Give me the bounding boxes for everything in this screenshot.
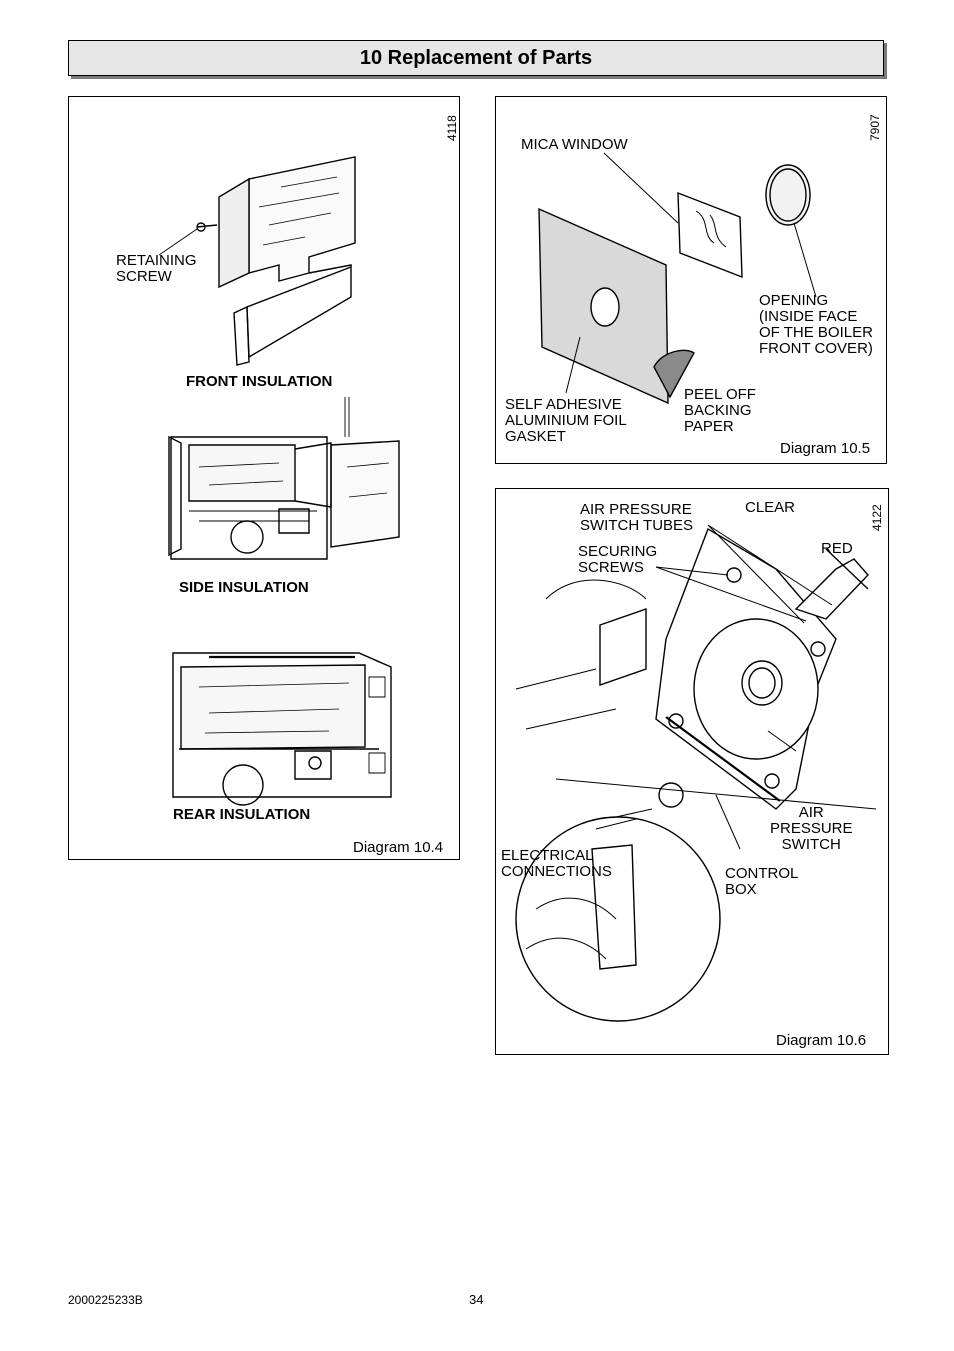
securing-screws-label: SECURING SCREWS bbox=[578, 543, 658, 576]
section-header: 10 Replacement of Parts bbox=[68, 40, 884, 76]
diagram-caption: Diagram 10.6 bbox=[776, 1032, 867, 1049]
retaining-screw-label: RETAINING SCREW bbox=[116, 252, 197, 285]
side-insulation-drawing bbox=[168, 397, 400, 560]
diagram-caption: Diagram 10.4 bbox=[353, 839, 444, 856]
front-insulation-label: FRONT INSULATION bbox=[186, 373, 333, 390]
insulation-illustrations bbox=[158, 156, 400, 806]
opening-label: OPENING (INSIDE FACE OF THE BOILER FRONT… bbox=[759, 292, 873, 357]
clear-tube-label: CLEAR bbox=[745, 499, 796, 516]
diagram-10-4-panel: 4118 bbox=[68, 96, 460, 860]
electrical-connections-label: ELECTRICAL CONNECTIONS bbox=[501, 847, 612, 880]
section-title: 10 Replacement of Parts bbox=[359, 47, 593, 69]
diagram-caption: Diagram 10.5 bbox=[780, 440, 871, 457]
mica-window-label: MICA WINDOW bbox=[521, 136, 628, 153]
control-box-label: CONTROL BOX bbox=[725, 865, 799, 898]
rear-insulation-label: REAR INSULATION bbox=[173, 806, 311, 823]
air-pressure-switch-label: AIR PRESSURE SWITCH bbox=[770, 804, 853, 853]
page-number: 34 bbox=[469, 1292, 484, 1307]
side-insulation-label: SIDE INSULATION bbox=[179, 579, 309, 596]
document-number: 2000225233B bbox=[68, 1293, 143, 1307]
air-pressure-switch-illustration bbox=[515, 524, 877, 1022]
peel-off-label: PEEL OFF BACKING PAPER bbox=[684, 386, 756, 435]
air-pressure-switch-tubes-label: AIR PRESSURE SWITCH TUBES bbox=[580, 501, 694, 534]
rear-insulation-drawing bbox=[172, 652, 392, 806]
diagram-10-5-panel: 7907 MICA WINDOW OPENING (INSIDE FACE OF… bbox=[495, 96, 887, 464]
front-insulation-drawing bbox=[158, 156, 356, 366]
diagram-10-6-panel: 4122 AIR PRESS bbox=[495, 488, 889, 1055]
gasket-label: SELF ADHESIVE ALUMINIUM FOIL GASKET bbox=[505, 396, 627, 445]
red-tube-label: RED bbox=[821, 540, 853, 557]
mica-window-illustration bbox=[538, 152, 817, 405]
